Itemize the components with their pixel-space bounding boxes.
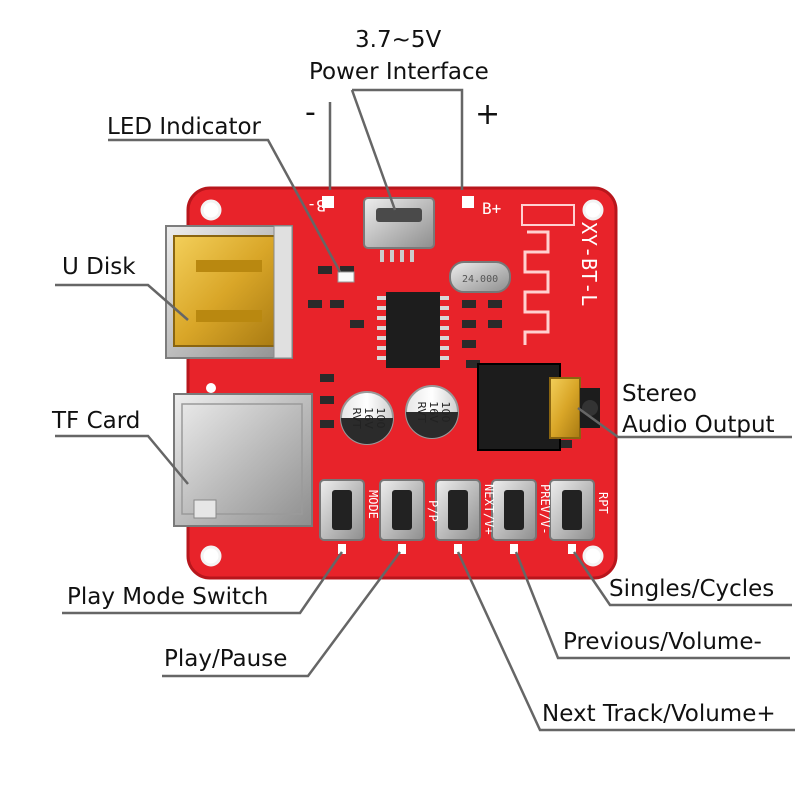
b-minus-pad — [322, 196, 334, 208]
mounting-holes — [200, 199, 604, 567]
smd-components — [308, 266, 572, 448]
label-minus-sign: - — [305, 95, 316, 130]
cap-right-voltage: 16V — [427, 401, 440, 423]
silk-btn-prev: PREV/V- — [538, 484, 552, 535]
usb-a-port — [165, 225, 293, 359]
callout-play-mode — [62, 551, 344, 615]
callout-power — [352, 88, 464, 190]
callout-play-pause — [162, 551, 402, 678]
callout-audio — [577, 406, 792, 439]
label-tf-card: TF Card — [52, 408, 141, 434]
bluetooth-antenna — [523, 230, 550, 345]
callout-next — [456, 551, 795, 732]
silk-module-name: XY-BT-L — [577, 222, 601, 306]
main-ic — [377, 292, 449, 368]
silk-b-minus: B- — [307, 196, 326, 215]
silk-btn-next: NEXT/V+ — [482, 484, 496, 535]
label-singles-cycles: Singles/Cycles — [609, 576, 775, 602]
callout-lines — [55, 88, 795, 732]
cap-left-voltage: 16V — [362, 407, 375, 429]
label-plus-sign: + — [475, 97, 501, 132]
silk-btn-pp: P/P — [426, 500, 440, 522]
callout-previous — [514, 551, 790, 660]
cap-right-brand: RVT — [415, 401, 428, 423]
label-u-disk: U Disk — [62, 254, 136, 280]
capacitor-right — [405, 385, 459, 439]
callout-tf — [55, 434, 189, 485]
led-indicator — [337, 271, 355, 283]
tf-card-slot — [173, 393, 313, 527]
callout-singles — [572, 551, 792, 607]
cap-left-brand: RVT — [350, 407, 363, 429]
label-power-interface: Power Interface — [309, 59, 489, 85]
micro-usb-connector — [363, 197, 435, 262]
label-play-pause: Play/Pause — [164, 646, 288, 672]
label-power-voltage: 3.7~5V — [355, 27, 442, 53]
silk-b-plus: B+ — [482, 199, 501, 218]
silk-crystal: 24.000 — [462, 274, 498, 285]
label-play-mode-switch: Play Mode Switch — [67, 584, 269, 610]
audio-jack — [477, 363, 600, 451]
silk-btn-mode: MODE — [366, 490, 380, 519]
crystal-oscillator — [449, 261, 511, 293]
label-next-track-volume: Next Track/Volume+ — [542, 701, 776, 727]
callout-power-usb — [350, 89, 397, 211]
callout-led — [108, 138, 342, 273]
cap-right-value: 100 — [439, 402, 452, 423]
cap-right-print: 100 16V RVT — [415, 401, 452, 423]
label-stereo: Stereo — [622, 381, 697, 407]
label-previous-volume: Previous/Volume- — [563, 629, 762, 655]
push-buttons — [319, 479, 595, 554]
capacitor-left — [340, 391, 394, 445]
silk-btn-rpt: RPT — [596, 492, 610, 514]
cap-left-print: 100 16V RVT — [350, 407, 387, 429]
cap-left-value: 100 — [374, 408, 387, 429]
label-led-indicator: LED Indicator — [107, 114, 262, 140]
label-audio-output: Audio Output — [622, 412, 775, 438]
b-plus-pad — [462, 196, 474, 208]
callout-udisk — [55, 283, 189, 321]
